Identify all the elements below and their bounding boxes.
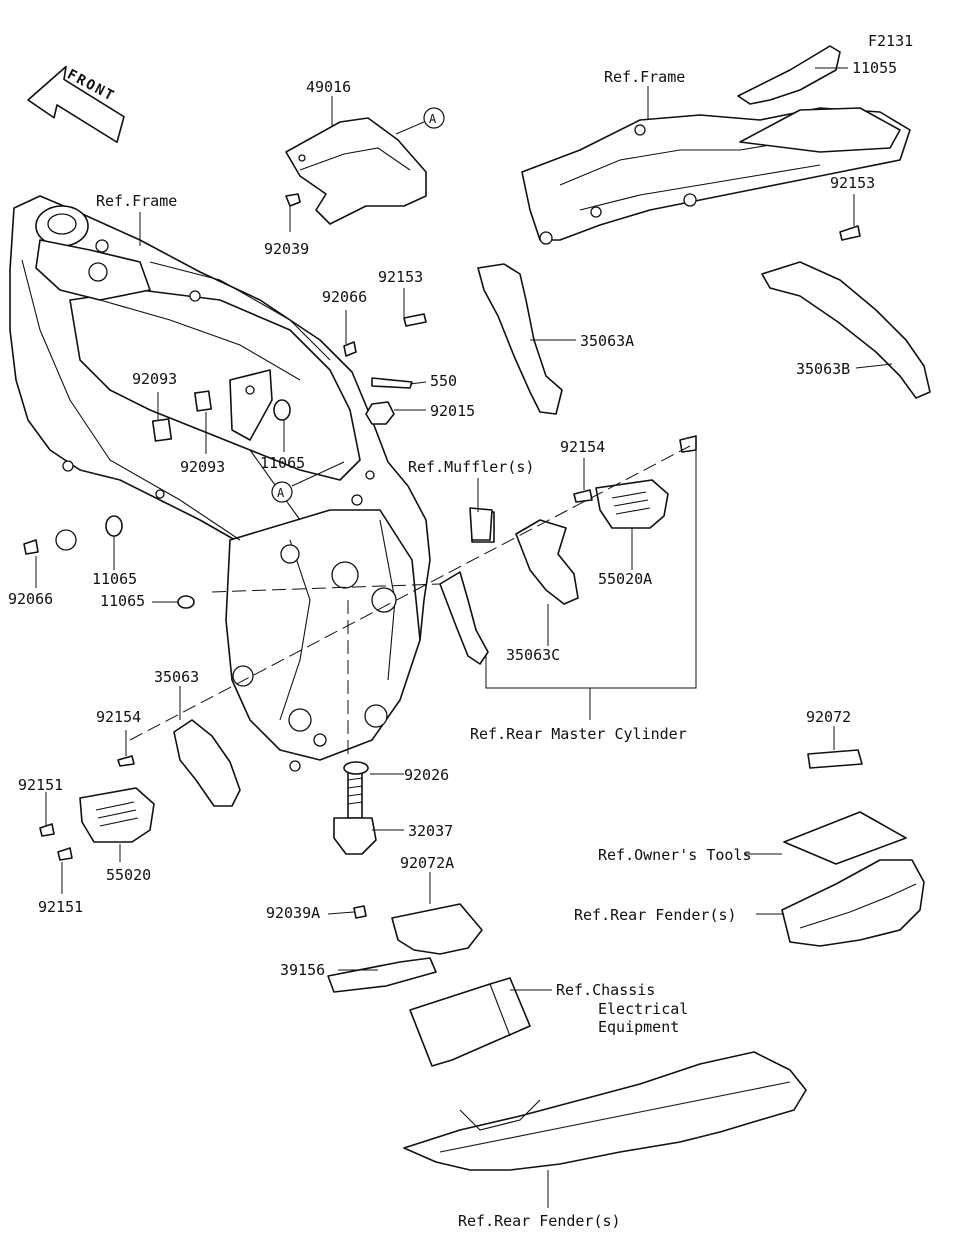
label-35063: 35063 bbox=[154, 668, 199, 686]
rear-fender-bottom-drawing bbox=[403, 1051, 807, 1171]
label-92093-b: 92093 bbox=[180, 458, 225, 476]
label-92026: 92026 bbox=[404, 766, 449, 784]
label-92039: 92039 bbox=[264, 240, 309, 258]
part-49016-drawing bbox=[285, 117, 427, 225]
label-92072A: 92072A bbox=[400, 854, 454, 872]
rear-subframe-drawing bbox=[521, 107, 911, 245]
label-ref-frame-top: Ref.Frame bbox=[604, 68, 685, 86]
label-550: 550 bbox=[430, 372, 457, 390]
label-92154-left: 92154 bbox=[96, 708, 141, 726]
main-frame-drawing bbox=[9, 195, 431, 772]
part-35063-drawing bbox=[173, 719, 241, 807]
label-11065-b: 11065 bbox=[92, 570, 137, 588]
label-11065-c: 11065 bbox=[100, 592, 145, 610]
part-32037-drawing bbox=[333, 763, 377, 855]
label-11065-a: 11065 bbox=[260, 454, 305, 472]
part-55020-drawing bbox=[79, 787, 155, 843]
callout-circle-top: A bbox=[423, 107, 445, 129]
label-ref-chassis-line1: Ref.Chassis bbox=[556, 981, 655, 999]
label-92072: 92072 bbox=[806, 708, 851, 726]
battery-drawing bbox=[409, 977, 531, 1067]
label-92154-right: 92154 bbox=[560, 438, 605, 456]
label-92153-right: 92153 bbox=[830, 174, 875, 192]
label-32037: 32037 bbox=[408, 822, 453, 840]
label-92039A: 92039A bbox=[266, 904, 320, 922]
part-39156-drawing bbox=[327, 957, 437, 993]
label-ref-rear-master-cylinder: Ref.Rear Master Cylinder bbox=[470, 725, 687, 743]
label-92153-mid: 92153 bbox=[378, 268, 423, 286]
label-ref-mufflers: Ref.Muffler(s) bbox=[408, 458, 534, 476]
label-92151-b: 92151 bbox=[38, 898, 83, 916]
label-35063C: 35063C bbox=[506, 646, 560, 664]
part-92026-drawing bbox=[343, 761, 369, 775]
label-55020: 55020 bbox=[106, 866, 151, 884]
label-92151-a: 92151 bbox=[18, 776, 63, 794]
part-35063C-drawing bbox=[515, 519, 579, 605]
label-ref-chassis-line3: Equipment bbox=[598, 1018, 679, 1036]
rear-fender-right-drawing bbox=[781, 859, 925, 947]
callout-circle-frame-letter: A bbox=[277, 486, 285, 500]
label-ref-rear-fenders-bottom: Ref.Rear Fender(s) bbox=[458, 1212, 621, 1230]
dashed-assembly-lines bbox=[129, 445, 691, 756]
label-35063A: 35063A bbox=[580, 332, 634, 350]
leader-lines bbox=[35, 67, 893, 1208]
label-39156: 39156 bbox=[280, 961, 325, 979]
part-labels: 11055 Ref.Frame 49016 Ref.Frame 92039 92… bbox=[8, 59, 897, 1230]
label-ref-rear-fenders-right: Ref.Rear Fender(s) bbox=[574, 906, 737, 924]
label-92066-left: 92066 bbox=[8, 590, 53, 608]
label-92093-a: 92093 bbox=[132, 370, 177, 388]
callout-circle-top-letter: A bbox=[429, 112, 437, 126]
part-92072A-drawing bbox=[391, 903, 483, 955]
part-92015-drawing bbox=[365, 401, 395, 425]
label-55020A: 55020A bbox=[598, 570, 652, 588]
label-49016: 49016 bbox=[306, 78, 351, 96]
label-ref-frame-left: Ref.Frame bbox=[96, 192, 177, 210]
part-55020A-drawing bbox=[595, 479, 669, 529]
label-11055: 11055 bbox=[852, 59, 897, 77]
part-11055-drawing bbox=[737, 45, 841, 105]
label-92015: 92015 bbox=[430, 402, 475, 420]
owners-tools-drawing bbox=[783, 749, 907, 865]
label-ref-chassis-line2: Electrical bbox=[598, 1000, 688, 1018]
label-ref-owners-tools: Ref.Owner's Tools bbox=[598, 846, 752, 864]
figure-code: F2131 bbox=[868, 32, 913, 50]
label-35063B: 35063B bbox=[796, 360, 850, 378]
front-arrow-icon: FRONT bbox=[27, 65, 125, 143]
part-35063A-drawing bbox=[477, 263, 563, 415]
callout-circle-frame: A bbox=[271, 481, 293, 503]
small-hardware-drawings bbox=[23, 193, 861, 919]
label-92066-top: 92066 bbox=[322, 288, 367, 306]
